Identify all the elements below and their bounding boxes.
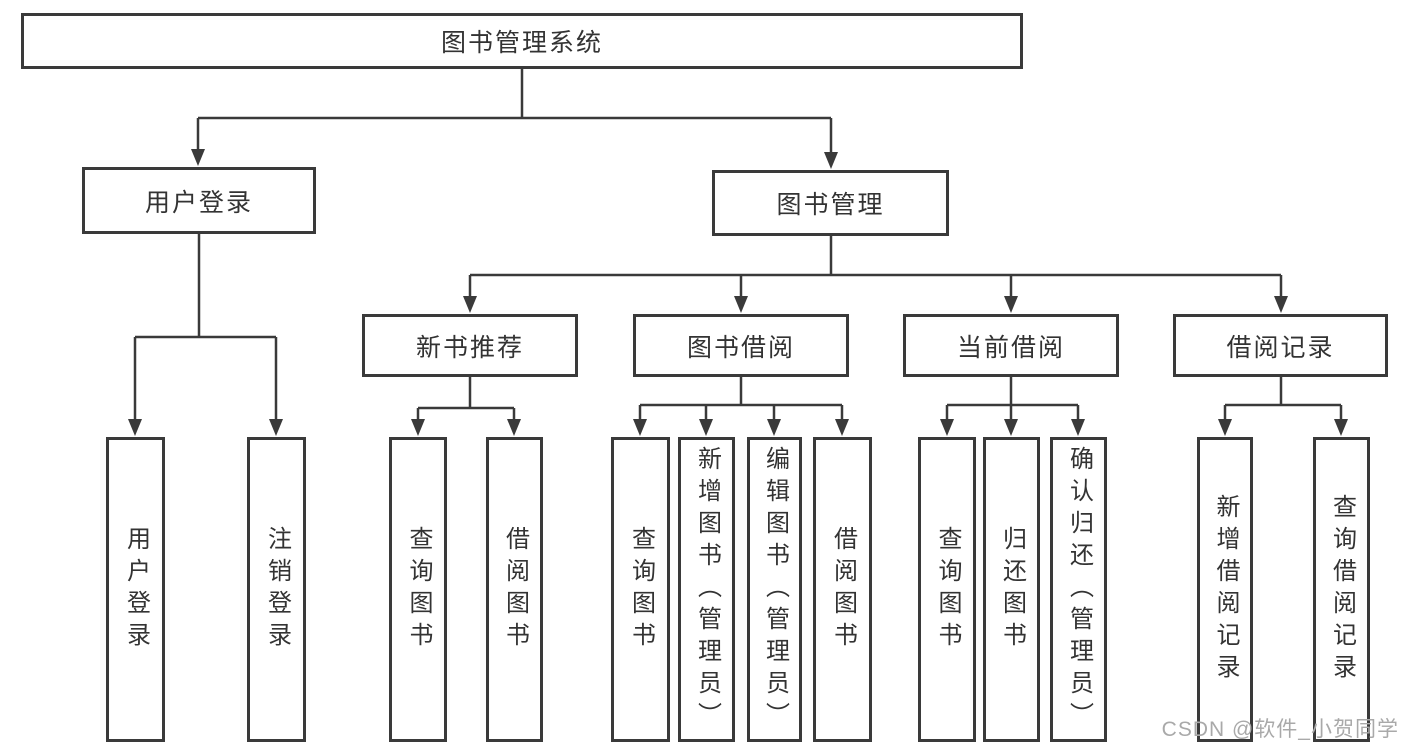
node-user-login: 用户登录 [82,167,316,234]
leaf-query-books-borrowing: 查询图书 [611,437,670,742]
node-label: 图书管理系统 [440,29,603,57]
leaf-borrow-books: 借阅图书 [813,437,872,742]
node-label: 归还图书 [998,525,1026,654]
node-book-borrowing: 图书借阅 [633,314,849,377]
node-new-book-recommendation: 新书推荐 [362,314,578,377]
leaf-user-login: 用户登录 [106,437,165,742]
node-label: 查询图书 [934,525,961,654]
node-borrowing-records: 借阅记录 [1173,314,1388,377]
leaf-confirm-return-admin: 确认归还（管理员） [1050,437,1107,742]
leaf-query-borrow-record: 查询借阅记录 [1313,437,1370,742]
node-library-management-system: 图书管理系统 [21,13,1023,69]
node-label: 借阅图书 [829,525,857,654]
leaf-add-borrow-record: 新增借阅记录 [1197,437,1253,742]
node-label: 当前借阅 [956,333,1065,362]
node-label: 新增图书（管理员） [693,445,721,734]
node-label: 借阅图书 [501,525,529,654]
node-label: 查询图书 [405,525,432,654]
arrowheads [128,149,1348,436]
node-book-management: 图书管理 [712,170,949,236]
leaf-edit-books-admin: 编辑图书（管理员） [747,437,802,742]
node-label: 查询图书 [627,525,655,654]
node-label: 用户登录 [144,188,253,217]
node-label: 图书管理 [776,191,885,219]
leaf-query-books-current: 查询图书 [918,437,976,742]
node-label: 新书推荐 [415,333,524,362]
node-label: 借阅记录 [1226,333,1335,362]
node-current-borrowing: 当前借阅 [903,314,1119,377]
leaf-add-books-admin: 新增图书（管理员） [678,437,735,742]
node-label: 用户登录 [122,525,150,654]
node-label: 注销登录 [263,525,291,654]
node-label: 编辑图书（管理员） [761,445,789,734]
csdn-watermark: CSDN @软件_小贺同学 [1161,718,1399,741]
node-label: 新增借阅记录 [1212,493,1239,686]
leaf-query-books-recommendation: 查询图书 [389,437,447,742]
node-label: 图书借阅 [686,333,795,362]
leaf-return-books: 归还图书 [983,437,1040,742]
leaf-logout-login: 注销登录 [247,437,306,742]
leaf-borrow-books-recommendation: 借阅图书 [486,437,543,742]
node-label: 确认归还（管理员） [1065,445,1093,734]
node-label: 查询借阅记录 [1328,493,1356,686]
